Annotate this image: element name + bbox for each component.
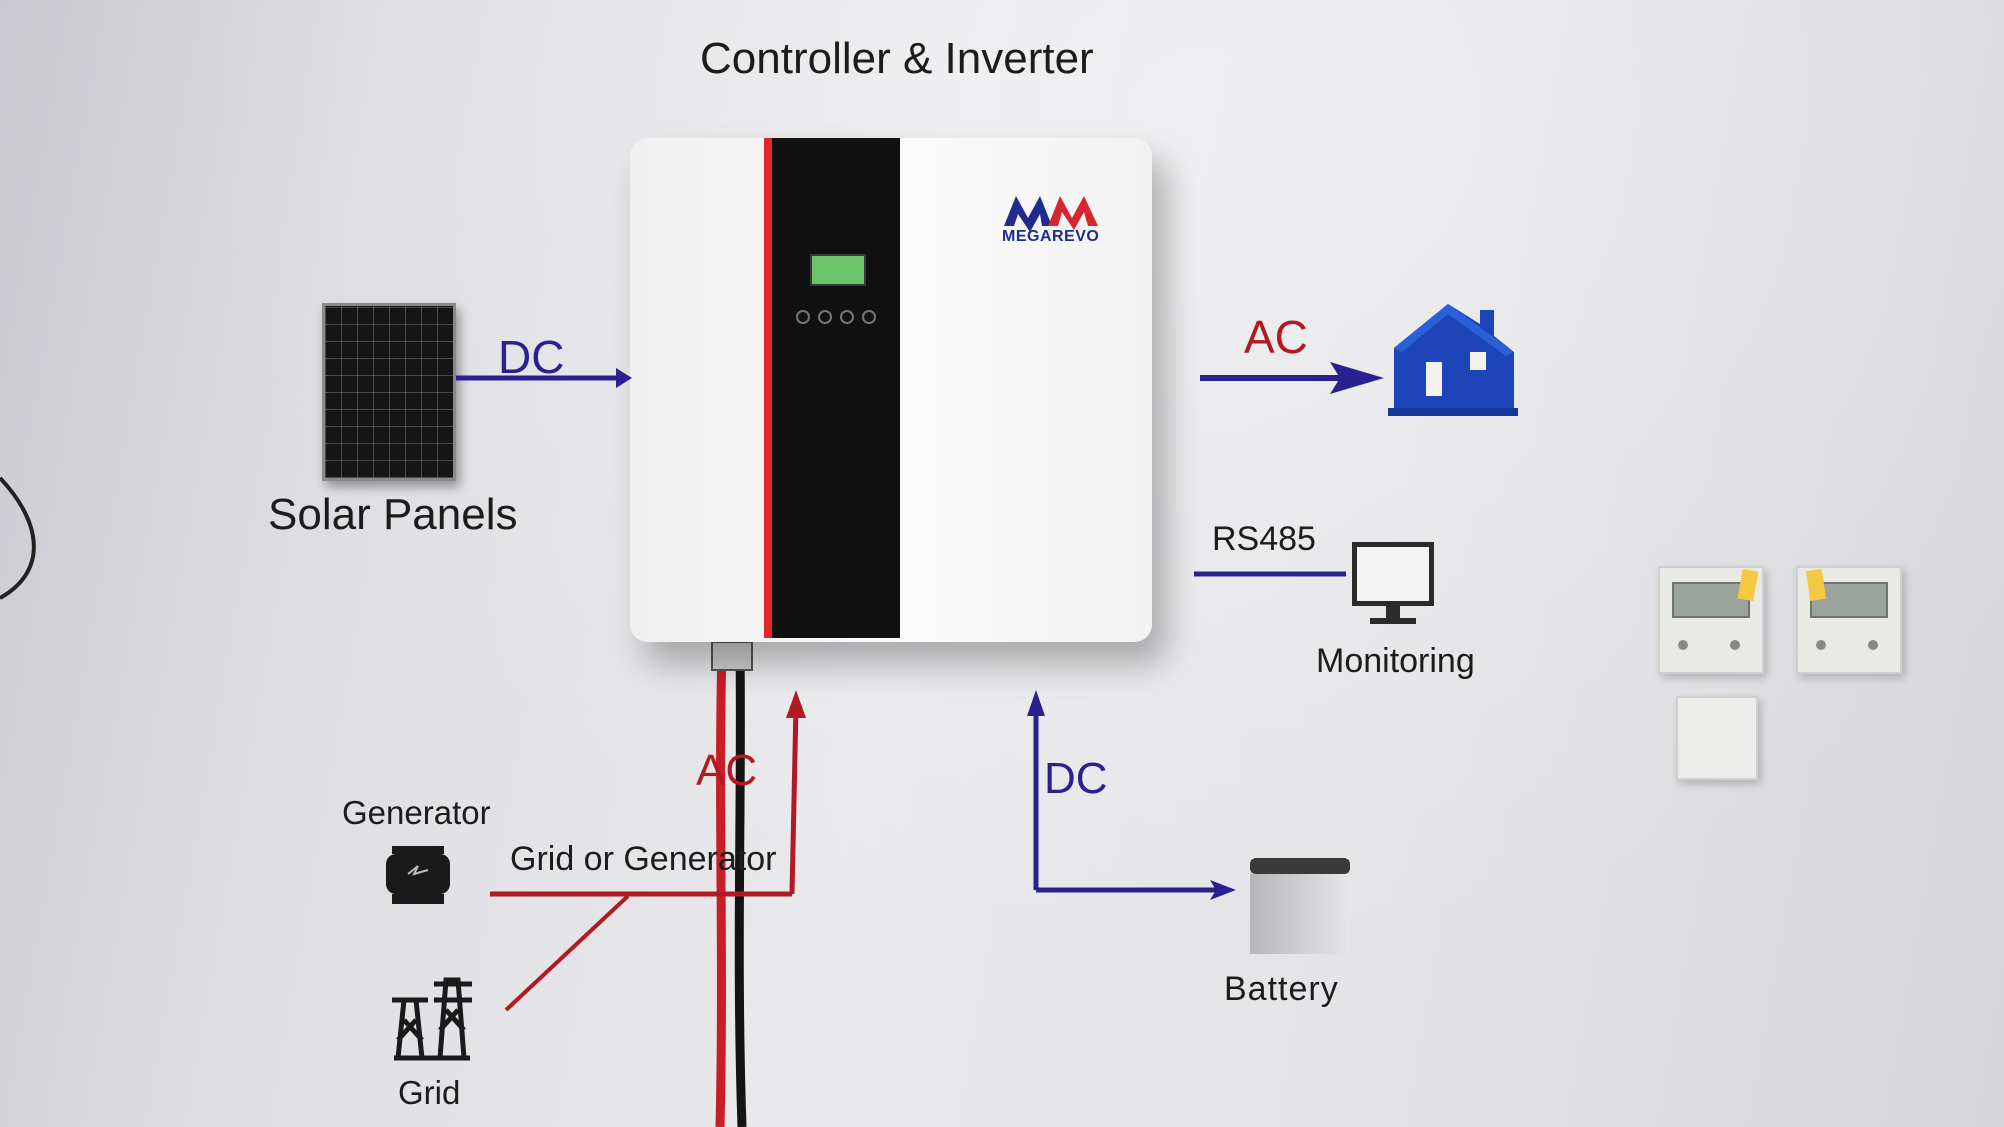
battery-icon <box>1250 858 1350 954</box>
thermostat-icon <box>1796 566 1902 674</box>
rs485-label: RS485 <box>1212 520 1316 558</box>
ac-grid-arrow <box>490 690 806 1012</box>
thermostat-icon <box>1658 566 1764 674</box>
grid-label: Grid <box>398 1074 461 1111</box>
generator-icon <box>386 846 450 904</box>
inverter-button <box>796 310 810 324</box>
inverter-lcd-screen <box>810 254 866 286</box>
dc-solar-arrow <box>456 368 632 388</box>
inverter-red-stripe <box>764 138 772 638</box>
brand-name: MEGAREVO <box>1002 228 1100 245</box>
grid-or-generator-label: Grid or Generator <box>510 840 777 878</box>
solar-panels-label: Solar Panels <box>268 490 518 539</box>
inverter-button <box>818 310 832 324</box>
house-icon <box>1388 304 1518 416</box>
light-switch-icon <box>1676 696 1758 780</box>
monitor-icon <box>1352 542 1434 624</box>
battery-dc-label: DC <box>1044 754 1108 803</box>
generator-label: Generator <box>342 794 491 831</box>
battery-label: Battery <box>1224 970 1339 1008</box>
solar-panel-icon <box>322 303 456 481</box>
dc-battery-arrow <box>1027 690 1236 900</box>
inverter-button <box>862 310 876 324</box>
solar-dc-label: DC <box>498 331 565 383</box>
inverter-button <box>840 310 854 324</box>
megarevo-logo-icon <box>1004 196 1098 232</box>
house-ac-label: AC <box>1244 311 1308 363</box>
monitoring-label: Monitoring <box>1316 642 1475 680</box>
page-title: Controller & Inverter <box>700 34 1094 83</box>
power-tower-icon <box>392 977 472 1061</box>
inverter-front-panel <box>772 138 900 638</box>
ac-house-arrow <box>1200 362 1384 394</box>
inverter-unit: MEGAREVO <box>630 138 1152 642</box>
grid-ac-label: AC <box>696 746 758 795</box>
